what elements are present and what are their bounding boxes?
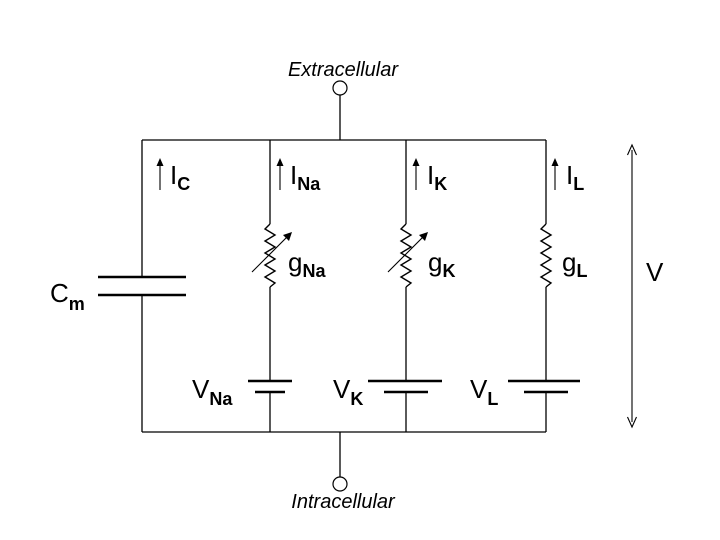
current-subscript-k: K bbox=[434, 174, 447, 194]
current-subscript-l: L bbox=[573, 174, 584, 194]
sodium-variable-arrow bbox=[251, 233, 291, 273]
battery-subscript-l: L bbox=[487, 389, 498, 409]
conductance-subscript-k: K bbox=[442, 261, 455, 281]
intracellular-node bbox=[332, 476, 348, 492]
sodium-resistor bbox=[263, 223, 277, 288]
extracellular-label: Extracellular bbox=[288, 59, 399, 81]
capacitor-branch: Cm IC bbox=[50, 140, 190, 432]
conductance-subscript-l: L bbox=[576, 261, 587, 281]
potassium-variable-arrowhead bbox=[419, 232, 428, 241]
current-label-l: IL bbox=[566, 160, 584, 194]
current-arrowhead-c bbox=[156, 158, 164, 166]
conductance-subscript-na: Na bbox=[302, 261, 326, 281]
current-label-c: IC bbox=[170, 160, 190, 194]
battery-symbol-l: V bbox=[470, 374, 488, 404]
potassium-branch: gK VK IK bbox=[333, 140, 455, 432]
battery-label-l: VL bbox=[470, 374, 498, 409]
voltage-arrowhead-bottom bbox=[626, 416, 638, 429]
current-symbol-k: I bbox=[427, 160, 434, 190]
battery-symbol-k: V bbox=[333, 374, 351, 404]
voltage-arrowhead-top bbox=[626, 143, 638, 156]
conductance-symbol-na: g bbox=[288, 247, 302, 277]
sodium-variable-arrowhead bbox=[283, 232, 292, 241]
conductance-symbol-l: g bbox=[562, 247, 576, 277]
current-arrowhead-k bbox=[412, 158, 420, 166]
potassium-variable-arrow bbox=[387, 233, 427, 273]
leak-resistor bbox=[539, 223, 553, 288]
intracellular-label: Intracellular bbox=[291, 491, 396, 513]
current-subscript-c: C bbox=[177, 174, 190, 194]
current-symbol-c: I bbox=[170, 160, 177, 190]
current-subscript-na: Na bbox=[297, 174, 321, 194]
leak-branch: gL VL IL bbox=[470, 140, 587, 432]
capacitor-symbol: C bbox=[50, 278, 69, 308]
conductance-symbol-k: g bbox=[428, 247, 442, 277]
extracellular-node bbox=[332, 80, 348, 96]
current-label-na: INa bbox=[290, 160, 321, 194]
conductance-label-na: gNa bbox=[288, 247, 326, 281]
battery-subscript-k: K bbox=[350, 389, 363, 409]
current-symbol-l: I bbox=[566, 160, 573, 190]
voltage-indicator: V bbox=[626, 143, 664, 429]
sodium-branch: gNa VNa INa bbox=[192, 140, 326, 432]
current-arrowhead-na bbox=[276, 158, 284, 166]
conductance-label-k: gK bbox=[428, 247, 455, 281]
current-arrowhead-l bbox=[551, 158, 559, 166]
current-symbol-na: I bbox=[290, 160, 297, 190]
voltage-label: V bbox=[646, 257, 664, 287]
battery-label-k: VK bbox=[333, 374, 363, 409]
battery-subscript-na: Na bbox=[209, 389, 233, 409]
capacitor-label: Cm bbox=[50, 278, 85, 314]
potassium-resistor bbox=[399, 223, 413, 288]
conductance-label-l: gL bbox=[562, 247, 587, 281]
capacitor-subscript: m bbox=[69, 294, 85, 314]
battery-label-na: VNa bbox=[192, 374, 233, 409]
current-label-k: IK bbox=[427, 160, 447, 194]
battery-symbol-na: V bbox=[192, 374, 210, 404]
